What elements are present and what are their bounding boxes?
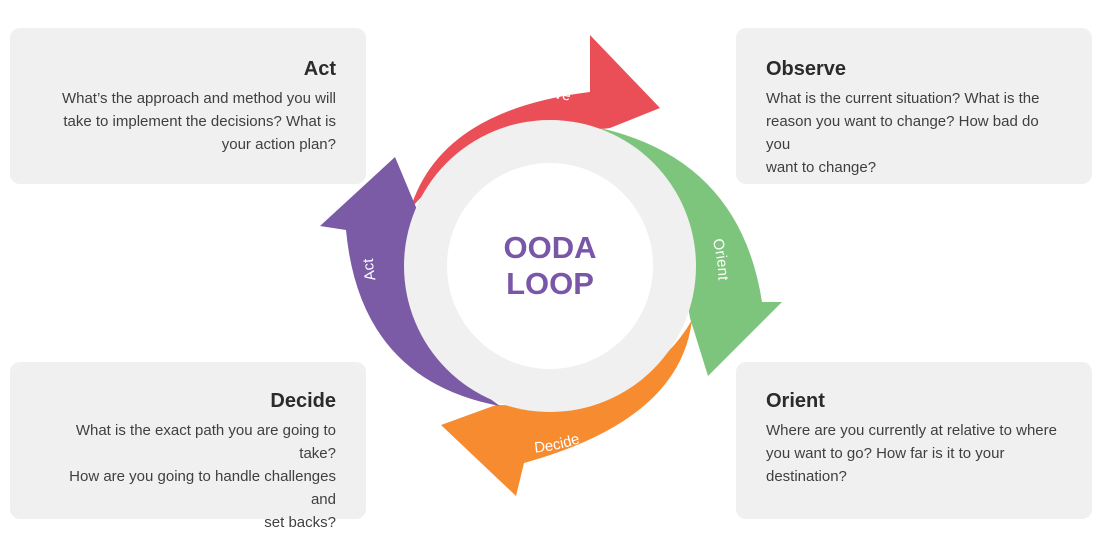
orient-card-title: Orient <box>766 390 825 412</box>
observe-card-title: Observe <box>766 58 847 80</box>
orient-card-description: Where are you currently at relative to w… <box>766 419 1062 488</box>
act-card: Act What’s the approach and method you w… <box>10 28 366 184</box>
act-arrow-label: Act <box>360 257 379 282</box>
orient-line-3: destination? <box>766 468 847 485</box>
act-line-2: take to implement the decisions? What is <box>63 113 336 130</box>
observe-line-3: want to change? <box>766 159 877 176</box>
observe-card-description: What is the current situation? What is t… <box>766 87 1062 179</box>
decide-card: Decide What is the exact path you are go… <box>10 362 366 531</box>
orient-card: Orient Where are you currently at relati… <box>736 362 1092 519</box>
observe-line-1: What is the current situation? What is t… <box>766 90 1040 107</box>
observe-arrow-label: Observe <box>511 85 572 105</box>
decide-line-3: set backs? <box>264 514 336 531</box>
act-card-description: What’s the approach and method you will … <box>40 87 336 156</box>
decide-line-1: What is the exact path you are going to … <box>75 422 336 462</box>
act-card-title: Act <box>303 58 336 80</box>
orient-line-2: you want to go? How far is it to your <box>766 445 1005 462</box>
orient-line-1: Where are you currently at relative to w… <box>766 422 1057 439</box>
decide-card-title: Decide <box>270 390 336 412</box>
act-line-3: your action plan? <box>221 136 336 153</box>
observe-line-2: reason you want to change? How bad do yo… <box>766 113 1039 153</box>
decide-card-description: What is the exact path you are going to … <box>40 419 336 534</box>
decide-line-2: How are you going to handle challenges a… <box>69 468 336 508</box>
center-disc <box>447 163 653 369</box>
center-title-line-2: LOOP <box>506 266 594 301</box>
center-title-line-1: OODA <box>504 230 597 265</box>
observe-card: Observe What is the current situation? W… <box>736 28 1092 184</box>
act-line-1: What’s the approach and method you will <box>61 90 336 107</box>
